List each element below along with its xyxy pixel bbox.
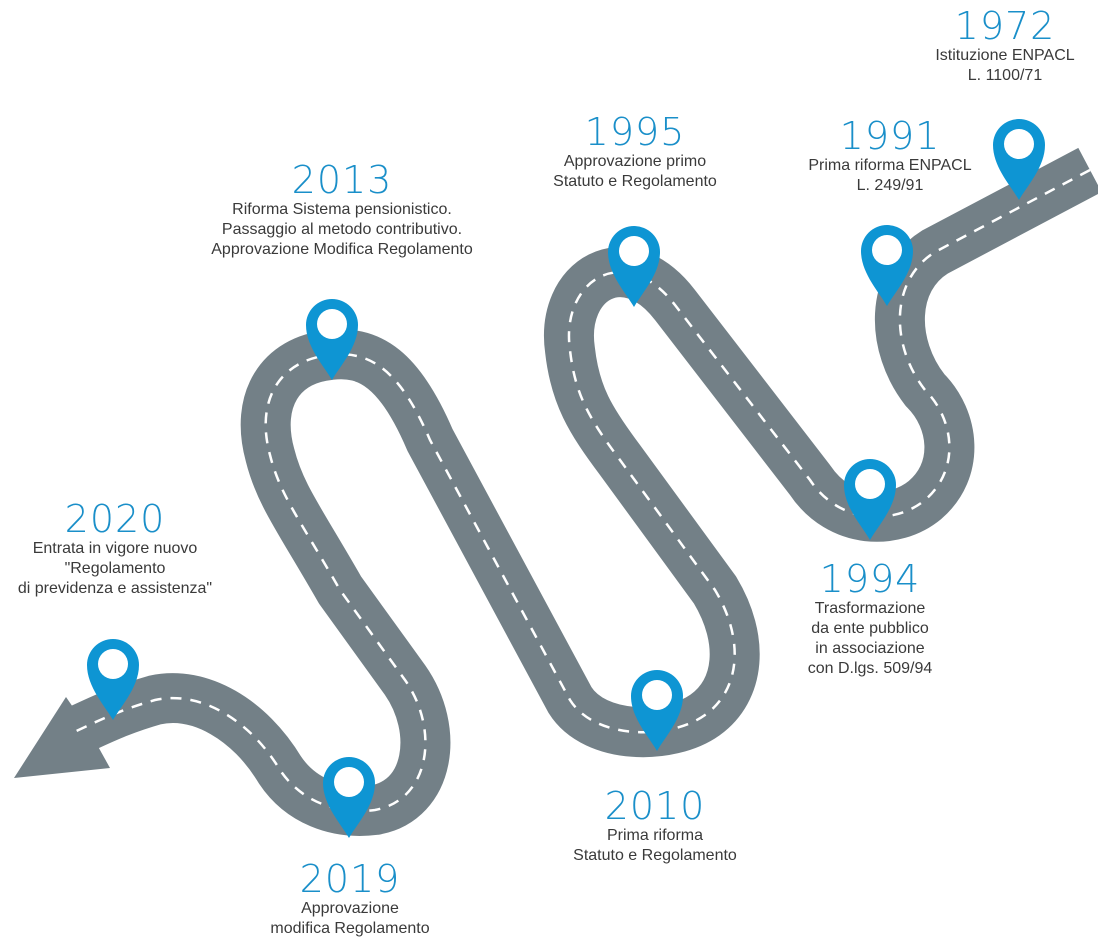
milestone-year: 1995 [584, 110, 686, 154]
milestone-text: Prima riforma [606, 827, 703, 844]
milestone-text: Statuto e Regolamento [573, 847, 737, 864]
milestone-text: da ente pubblico [811, 620, 929, 637]
milestone-text: Trasformazione [814, 600, 926, 617]
road [61, 147, 1098, 836]
milestone-1991: 1991 Prima riforma ENPACL L. 249/91 [780, 116, 1000, 196]
milestone-year: 1994 [819, 557, 921, 601]
milestone-text: Statuto e Regolamento [553, 173, 717, 190]
milestone-text: con D.lgs. 509/94 [807, 660, 933, 677]
milestone-1994: 1994 Trasformazione da ente pubblico in … [775, 559, 965, 679]
road-arrow-head [14, 697, 110, 778]
milestone-year: 1991 [839, 114, 941, 158]
milestone-year: 2019 [299, 857, 401, 901]
milestone-text: di previdenza e assistenza" [17, 580, 213, 597]
milestone-2019: 2019 Approvazione modifica Regolamento [260, 859, 440, 939]
milestone-text: Entrata in vigore nuovo [32, 540, 198, 557]
milestone-year: 2010 [604, 784, 706, 828]
milestone-text: Approvazione Modifica Regolamento [211, 241, 473, 258]
milestone-year: 2013 [291, 158, 393, 202]
milestone-text: L. 249/91 [856, 177, 924, 194]
milestone-text: Istituzione ENPACL [935, 47, 1075, 64]
milestone-text: Prima riforma ENPACL [808, 157, 972, 174]
milestone-2010: 2010 Prima riforma Statuto e Regolamento [550, 786, 760, 866]
milestone-year: 2020 [64, 497, 166, 541]
milestone-text: Approvazione [301, 900, 399, 917]
milestone-text: Riforma Sistema pensionistico. [232, 201, 452, 218]
milestone-1972: 1972 Istituzione ENPACL L. 1100/71 [930, 6, 1080, 86]
milestone-text: in associazione [815, 640, 925, 657]
milestone-text: "Regolamento [64, 560, 166, 577]
milestone-text: L. 1100/71 [967, 67, 1043, 84]
milestone-text: Passaggio al metodo contributivo. [221, 221, 463, 238]
milestone-text: modifica Regolamento [270, 920, 430, 937]
milestone-2020: 2020 Entrata in vigore nuovo "Regolament… [0, 499, 230, 599]
milestone-text: Approvazione primo [563, 153, 707, 170]
milestone-year: 1972 [954, 4, 1056, 48]
milestone-1995: 1995 Approvazione primo Statuto e Regola… [530, 112, 740, 192]
milestone-2013: 2013 Riforma Sistema pensionistico. Pass… [182, 160, 502, 260]
